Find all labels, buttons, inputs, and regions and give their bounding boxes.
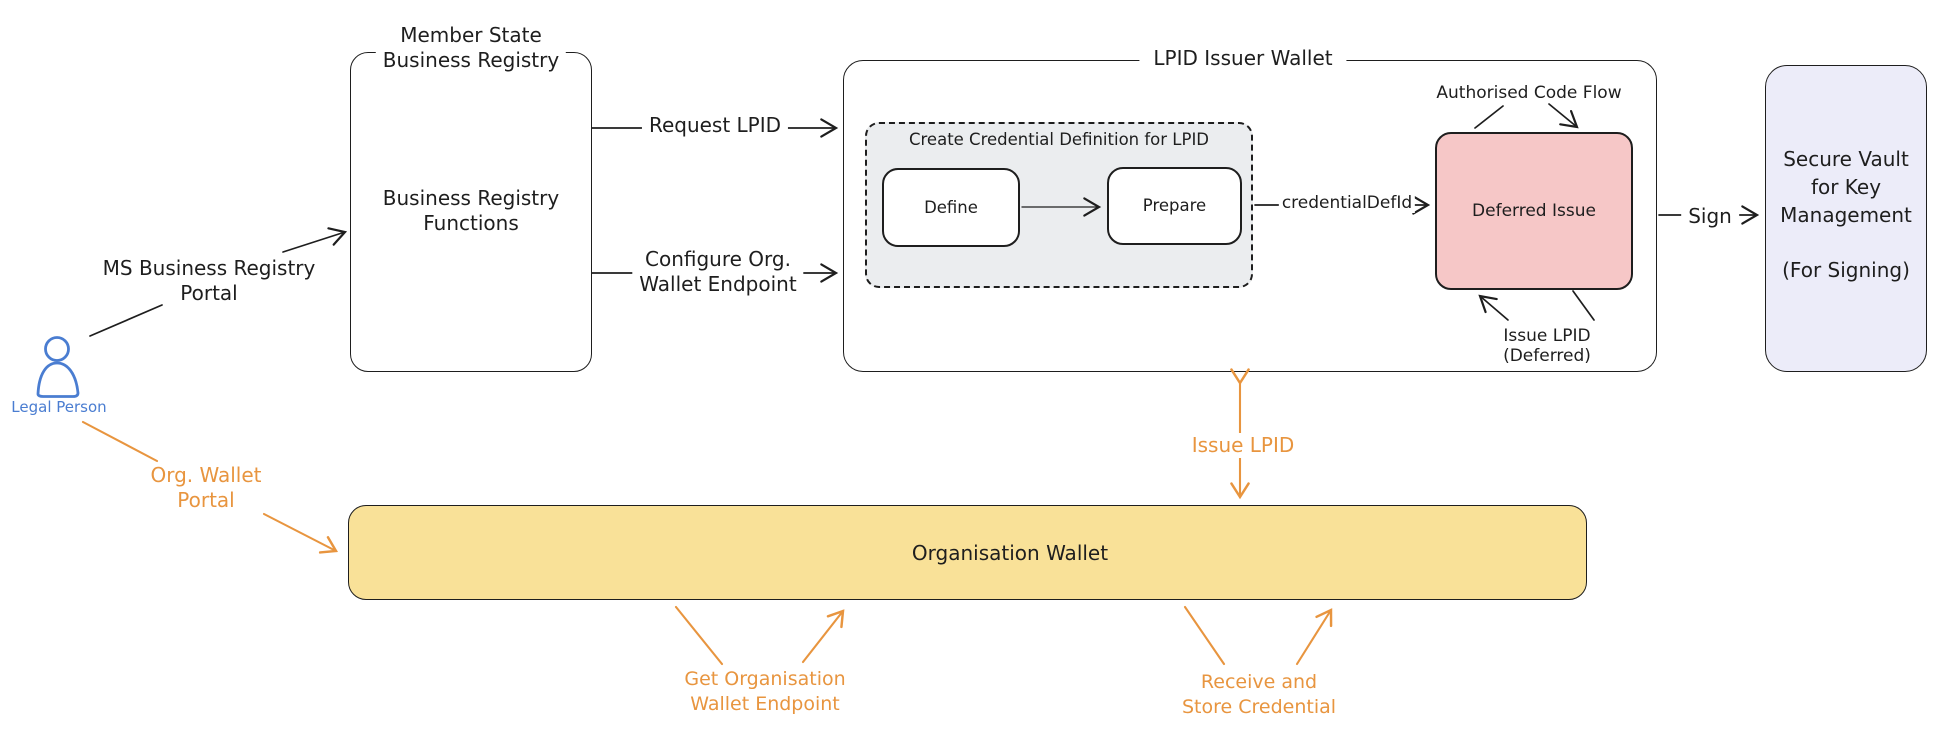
get-organisation-wallet-endpoint-label: Get Organisation Wallet Endpoint (684, 668, 846, 715)
prepare-node: Prepare (1107, 167, 1242, 245)
credentialdefid-label: credentialDefId (1278, 193, 1416, 213)
arrow-person-to-registry (89, 227, 348, 337)
arrow-issue-lpid-deferred-loop (1478, 290, 1595, 321)
org-wallet-portal-label: Org. Wallet Portal (150, 463, 262, 512)
issue-lpid-label: Issue LPID (1184, 433, 1302, 458)
arrow-org-wallet-portal (81, 420, 339, 554)
member-state-registry-title: Member State Business Registry (375, 23, 567, 73)
legal-person-label: Legal Person (11, 398, 107, 416)
member-state-registry-box (350, 52, 592, 372)
arrow-receive-store (1183, 605, 1333, 666)
arrow-get-org-endpoint (674, 605, 845, 666)
authorised-code-flow-label: Authorised Code Flow (1436, 83, 1622, 103)
secure-vault-box (1765, 65, 1927, 372)
legal-person-icon (33, 335, 85, 405)
secure-vault-label: Secure Vault for Key Management (For Sig… (1780, 147, 1912, 282)
lpid-issuer-wallet-title: LPID Issuer Wallet (1139, 46, 1347, 71)
define-label: Define (924, 197, 978, 217)
organisation-wallet-title: Organisation Wallet (911, 541, 1109, 565)
define-node: Define (882, 168, 1020, 247)
ms-business-registry-portal-label: MS Business Registry Portal (102, 256, 316, 305)
arrow-authorised-code-flow-loop (1474, 103, 1579, 129)
create-credential-definition-title: Create Credential Definition for LPID (908, 130, 1210, 149)
prepare-label: Prepare (1142, 196, 1207, 215)
issue-lpid-deferred-label: Issue LPID (Deferred) (1503, 326, 1591, 366)
receive-and-store-credential-label: Receive and Store Credential (1181, 671, 1337, 718)
deferred-issue-node: Deferred Issue (1435, 132, 1633, 290)
organisation-wallet-bar (348, 505, 1587, 600)
request-lpid-label: Request LPID (641, 113, 789, 138)
business-registry-functions-label: Business Registry Functions (382, 186, 560, 235)
deferred-issue-label: Deferred Issue (1472, 201, 1596, 221)
sign-label: Sign (1681, 204, 1739, 229)
configure-org-wallet-endpoint-label: Configure Org. Wallet Endpoint (632, 247, 804, 297)
